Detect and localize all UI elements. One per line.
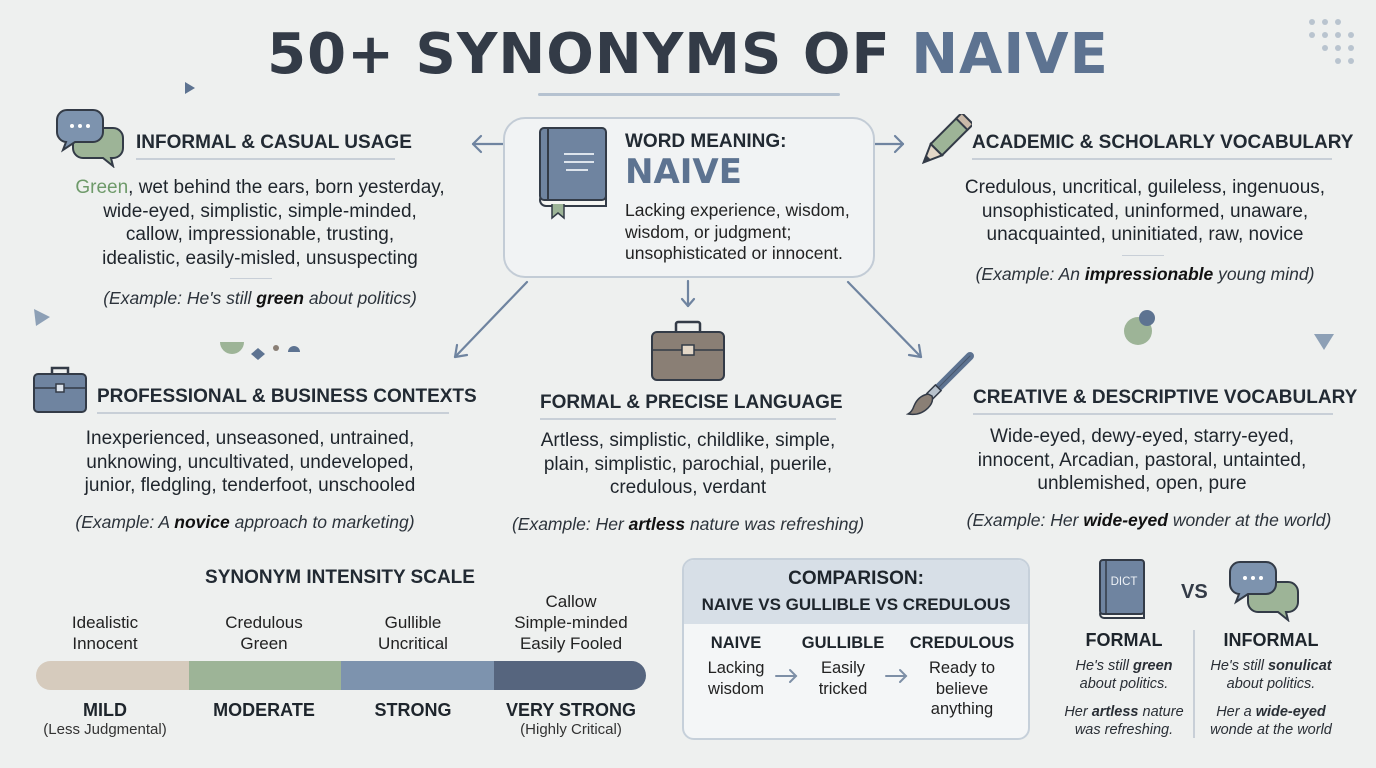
register-formal-label: FORMAL (1085, 630, 1163, 650)
informal-title: INFORMAL & CASUAL USAGE (136, 132, 412, 153)
academic-example: (Example: An impressionable young mind) (975, 264, 1315, 284)
professional-synonyms: Inexperienced, unseasoned, untrained, un… (84, 428, 416, 496)
intensity-segment-moderate (188, 661, 341, 690)
creative-synonyms: Wide-eyed, dewy-eyed, starry-eyed, innoc… (977, 426, 1307, 494)
title-main: 50+ SYNONYMS OF (267, 22, 912, 87)
intensity-segment-mild (36, 661, 189, 690)
title-underline (538, 93, 840, 96)
informal-example: (Example: He's still green about politic… (103, 288, 417, 308)
briefcase-icon (33, 366, 87, 413)
dictionary-icon (1098, 559, 1145, 619)
scale-note-mild: (Less Judgmental) (43, 721, 167, 738)
intensity-segment-strong (341, 661, 494, 690)
professional-title: PROFESSIONAL & BUSINESS CONTEXTS (97, 386, 477, 407)
title-accent: NAIVE (911, 22, 1109, 87)
academic-title: ACADEMIC & SCHOLARLY VOCABULARY (972, 132, 1354, 153)
informal-line: idealistic, easily-misled, unsuspecting (102, 247, 418, 269)
comparison-term-gullible: GULLIBLE (801, 634, 885, 652)
speech-bubbles-icon (55, 109, 124, 168)
page-title: 50+ SYNONYMS OF NAIVE (0, 22, 1376, 87)
paintbrush-icon (906, 352, 974, 416)
register-informal-example-2: Her a wide-eyed wonde at the world (1210, 704, 1332, 738)
comparison-subtitle: NAIVE VS GULLIBLE VS CREDULOUS (701, 595, 1011, 614)
informal-synonyms: Green, wet behind the ears, born yesterd… (40, 176, 480, 270)
triangle-decoration (185, 82, 195, 94)
informal-line: callow, impressionable, trusting, (125, 224, 395, 245)
informal-line: , wet behind the ears, born yesterday, (128, 177, 445, 198)
creative-example: (Example: Her wide-eyed wonder at the wo… (966, 510, 1332, 530)
creative-underline (973, 413, 1333, 415)
academic-underline (972, 158, 1332, 160)
pencil-icon (921, 114, 972, 165)
professional-example: (Example: A novice approach to marketing… (75, 512, 415, 532)
scale-title: SYNONYM INTENSITY SCALE (205, 567, 475, 588)
dictionary-label: DICT (1110, 576, 1138, 588)
scale-note-very-strong: (Highly Critical) (520, 721, 622, 738)
scale-level-very-strong: VERY STRONG (505, 700, 637, 720)
word-meaning-definition: Lacking experience, wisdom, wisdom, or j… (625, 200, 850, 263)
scale-level-mild: MILD (83, 700, 127, 720)
formal-underline (540, 418, 836, 420)
triangle-decoration (1314, 334, 1334, 350)
word-meaning-label: WORD MEANING: (625, 131, 787, 152)
informal-line: wide-eyed, simplistic, simple-minded, (103, 200, 417, 222)
triangle-decoration (34, 309, 50, 326)
professional-underline (97, 412, 449, 414)
formal-example: (Example: Her artless nature was refresh… (511, 514, 865, 534)
creative-title: CREATIVE & DESCRIPTIVE VOCABULARY (973, 387, 1358, 408)
dot-grid-decoration (1309, 19, 1354, 64)
divider (230, 278, 272, 279)
comparison-term-naive: NAIVE (710, 634, 762, 652)
register-divider (1193, 630, 1195, 738)
register-informal-label: INFORMAL (1223, 630, 1319, 650)
formal-synonyms: Artless, simplistic, childlike, simple, … (540, 430, 836, 498)
academic-synonyms: Credulous, uncritical, guileless, ingenu… (964, 177, 1326, 245)
comparison-header (684, 560, 1028, 624)
informal-first-word: Green (75, 177, 129, 198)
scale-level-moderate: MODERATE (213, 700, 315, 720)
formal-title: FORMAL & PRECISE LANGUAGE (540, 392, 843, 413)
comparison-card (682, 558, 1030, 740)
circles-decoration (1124, 310, 1155, 345)
informal-underline (136, 158, 395, 160)
register-formal-example-2: Her artless nature was refreshing. (1064, 704, 1184, 738)
comparison-title: COMPARISON: (788, 568, 924, 589)
register-formal-example-1: He's still green about politics. (1075, 658, 1173, 692)
briefcase-icon (651, 320, 725, 381)
word-meaning-word: NAIVE (625, 152, 742, 192)
vs-label: VS (1181, 581, 1208, 603)
shapes-decoration (220, 342, 300, 360)
register-informal-example-1: He's still sonulicat about politics. (1210, 658, 1332, 692)
divider (1122, 255, 1164, 256)
book-icon (538, 127, 607, 220)
speech-bubbles-icon (1228, 561, 1299, 622)
scale-level-strong: STRONG (374, 700, 452, 720)
comparison-arrows (775, 669, 908, 683)
comparison-term-credulous: CREDULOUS (909, 634, 1015, 652)
intensity-segment-very-strong (493, 661, 646, 690)
intensity-bar (36, 661, 646, 690)
